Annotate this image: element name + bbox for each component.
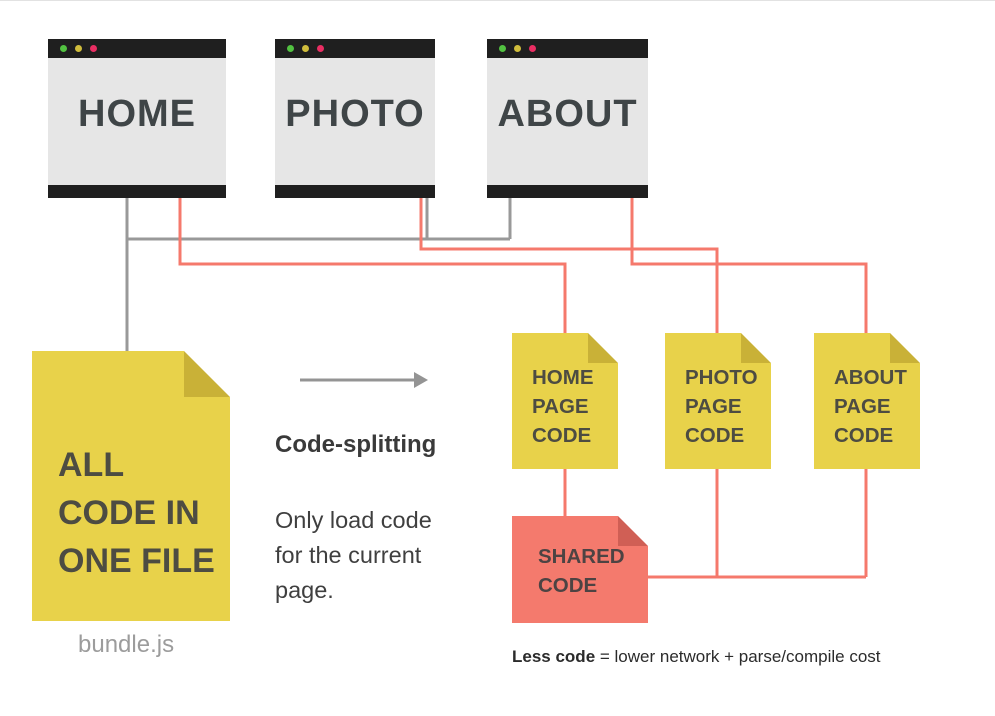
- bundle-file-icon: ALL CODE IN ONE FILE: [32, 351, 230, 621]
- chunk-label: PAGE: [685, 395, 742, 418]
- window-titlebar: [275, 39, 435, 58]
- window-titlebar: [48, 39, 226, 58]
- bundle-file-label: ONE FILE: [58, 542, 215, 580]
- chunk-label: HOME: [532, 366, 594, 389]
- window-title-photo: PHOTO: [285, 93, 425, 135]
- description-line: Only load code: [275, 507, 432, 533]
- shared-code-file-icon: SHARED CODE: [512, 516, 648, 623]
- code-splitting-description: Only load code for the current page.: [275, 503, 432, 608]
- traffic-light-pink-icon: [90, 45, 97, 52]
- browser-window-home: HOME: [48, 39, 226, 198]
- chunk-label: ABOUT: [834, 366, 907, 389]
- chunk-label: PAGE: [834, 395, 891, 418]
- code-splitting-title: Code-splitting: [275, 431, 437, 458]
- traffic-light-pink-icon: [317, 45, 324, 52]
- window-title-home: HOME: [78, 93, 196, 135]
- window-content: ABOUT: [487, 58, 648, 185]
- traffic-light-pink-icon: [529, 45, 536, 52]
- arrow-right-icon: [300, 372, 428, 388]
- description-line: page.: [275, 577, 334, 603]
- traffic-light-yellow-icon: [514, 45, 521, 52]
- bundle-filename-caption: bundle.js: [78, 631, 175, 658]
- description-line: for the current: [275, 542, 422, 568]
- browser-window-photo: PHOTO: [275, 39, 435, 198]
- window-bottombar: [275, 185, 435, 198]
- photo-page-code-file-icon: PHOTO PAGE CODE: [665, 333, 771, 469]
- shared-chunk-label: SHARED: [538, 545, 625, 568]
- shared-chunk-label: CODE: [538, 574, 598, 597]
- chunk-label: PHOTO: [685, 366, 758, 389]
- chunk-label: CODE: [532, 424, 592, 447]
- bundle-file-label: CODE IN: [58, 494, 200, 532]
- browser-window-about: ABOUT: [487, 39, 648, 198]
- red-connector-photo-to-chunk: [419, 197, 719, 339]
- bundle-file-label: ALL: [58, 446, 125, 484]
- window-title-about: ABOUT: [497, 93, 638, 135]
- traffic-light-green-icon: [60, 45, 67, 52]
- traffic-light-yellow-icon: [302, 45, 309, 52]
- about-page-code-file-icon: ABOUT PAGE CODE: [814, 333, 920, 469]
- window-bottombar: [487, 185, 648, 198]
- chunk-label: PAGE: [532, 395, 589, 418]
- red-connector-home-to-chunk: [178, 197, 567, 339]
- home-page-code-file-icon: HOME PAGE CODE: [512, 333, 618, 469]
- footnote-bold-text: Less code: [512, 647, 596, 666]
- footnote-rest-text: = lower network + parse/compile cost: [595, 647, 881, 666]
- chunk-label: CODE: [834, 424, 894, 447]
- window-titlebar: [487, 39, 648, 58]
- chunk-label: CODE: [685, 424, 745, 447]
- traffic-light-green-icon: [499, 45, 506, 52]
- traffic-light-yellow-icon: [75, 45, 82, 52]
- window-bottombar: [48, 185, 226, 198]
- window-content: HOME: [48, 58, 226, 185]
- less-code-footnote: Less code = lower network + parse/compil…: [512, 647, 881, 667]
- red-connector-about-to-chunk: [630, 197, 868, 339]
- traffic-light-green-icon: [287, 45, 294, 52]
- window-content: PHOTO: [275, 58, 435, 185]
